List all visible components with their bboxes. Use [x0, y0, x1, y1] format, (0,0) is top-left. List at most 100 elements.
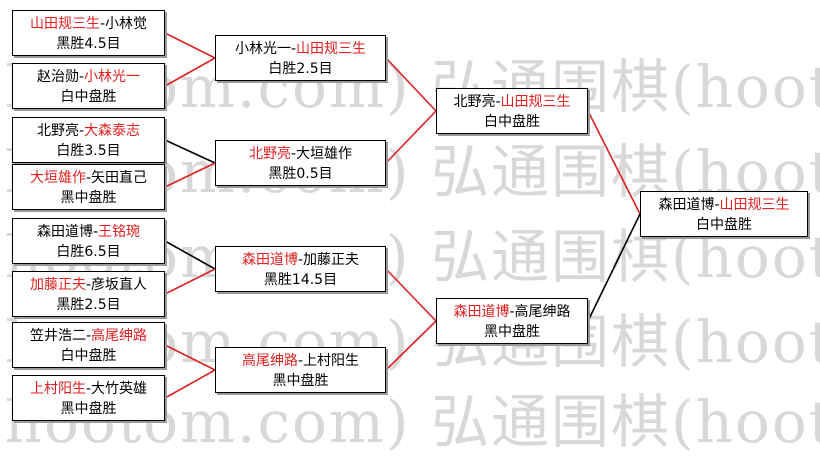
match-players: 笠井浩二-高尾绅路: [13, 323, 164, 346]
match-result: 黑胜4.5目: [56, 36, 121, 52]
match-r2-2: 北野亮-大垣雄作黑胜0.5目: [215, 140, 386, 186]
player-separator: -: [495, 94, 501, 110]
player-white: 彦坂直人: [91, 277, 148, 293]
player-black: 加藤正夫: [29, 277, 86, 293]
player-white: 加藤正夫: [303, 252, 360, 268]
player-separator: -: [297, 353, 304, 369]
match-r2-4: 高尾绅路-上村阳生黑中盘胜: [215, 347, 386, 393]
match-players: 上村阳生-大竹英雄: [13, 376, 164, 399]
connector-r3_2: [587, 213, 641, 322]
player-black: 小林光一: [234, 41, 291, 57]
player-white: 山田规三生: [500, 94, 571, 110]
connector-r2_2: [385, 110, 437, 164]
match-result: 白胜2.5目: [268, 61, 333, 77]
match-result: 白胜3.5目: [56, 143, 121, 159]
match-players: 小林光一-山田规三生: [216, 36, 385, 59]
match-r1-6: 加藤正夫-彦坂直人黑胜2.5目: [12, 271, 165, 317]
match-players: 森田道博-加藤正夫: [216, 247, 385, 270]
player-separator: -: [85, 277, 92, 293]
match-result: 白中盘胜: [484, 114, 540, 130]
match-result: 白中盘胜: [696, 217, 752, 233]
player-separator: -: [99, 16, 106, 32]
match-result: 黑中盘胜: [272, 373, 329, 389]
connector-r3_1: [587, 110, 641, 215]
match-r3-1: 北野亮-山田规三生白中盘胜: [436, 88, 588, 134]
connector-r1_3: [164, 139, 216, 164]
match-players: 赵治勋-小林光一: [13, 64, 164, 87]
player-white: 小林觉: [105, 16, 148, 32]
connector-r1_2: [164, 57, 216, 87]
player-separator: -: [290, 41, 297, 57]
match-players: 北野亮-大垣雄作: [216, 141, 385, 164]
match-result: 黑胜0.5目: [268, 166, 333, 182]
player-white: 矢田直己: [91, 170, 148, 186]
player-white: 上村阳生: [303, 353, 360, 369]
player-separator: -: [92, 224, 99, 240]
connector-r2_4: [385, 320, 437, 371]
connector-r1_4: [164, 162, 216, 188]
match-final: 森田道博-山田规三生白中盘胜: [640, 191, 808, 237]
player-black: 上村阳生: [29, 381, 86, 397]
match-r1-8: 上村阳生-大竹英雄黑中盘胜: [12, 375, 165, 421]
player-separator: -: [85, 170, 92, 186]
player-black: 北野亮: [248, 146, 291, 162]
match-r1-3: 北野亮-大森泰志白胜3.5目: [12, 117, 165, 163]
player-black: 赵治勋: [36, 69, 79, 85]
player-white: 大竹英雄: [91, 381, 148, 397]
player-separator: -: [714, 197, 720, 213]
player-black: 山田规三生: [29, 16, 100, 32]
player-white: 小林光一: [84, 69, 141, 85]
player-black: 森田道博: [453, 304, 510, 320]
player-separator: -: [297, 252, 304, 268]
player-black: 大垣雄作: [29, 170, 86, 186]
match-players: 山田规三生-小林觉: [13, 11, 164, 34]
match-players: 森田道博-王铭琬: [13, 219, 164, 242]
match-r1-1: 山田规三生-小林觉黑胜4.5目: [12, 10, 165, 56]
player-separator: -: [290, 146, 297, 162]
match-players: 加藤正夫-彦坂直人: [13, 272, 164, 295]
connector-r1_6: [164, 268, 216, 295]
player-black: 笠井浩二: [29, 328, 86, 344]
player-black: 北野亮: [36, 123, 79, 139]
player-white: 大垣雄作: [296, 146, 353, 162]
player-white: 山田规三生: [296, 41, 367, 57]
connector-r2_3: [385, 268, 437, 322]
match-players: 森田道博-山田规三生: [641, 192, 807, 215]
player-black: 高尾绅路: [241, 353, 298, 369]
connector-r1_1: [164, 32, 216, 59]
match-result: 黑中盘胜: [60, 190, 117, 206]
match-r3-2: 森田道博-高尾绅路黑中盘胜: [436, 298, 588, 344]
connector-r1_7: [164, 344, 216, 371]
player-white: 王铭琬: [98, 224, 141, 240]
player-white: 山田规三生: [719, 197, 790, 213]
match-result: 黑中盘胜: [484, 324, 540, 340]
match-result: 白中盘胜: [60, 348, 117, 364]
connector-r2_1: [385, 57, 437, 112]
match-players: 大垣雄作-矢田直己: [13, 165, 164, 188]
player-separator: -: [78, 123, 85, 139]
match-r1-5: 森田道博-王铭琬白胜6.5目: [12, 218, 165, 264]
match-result: 白胜6.5目: [56, 244, 121, 260]
match-r2-3: 森田道博-加藤正夫黑胜14.5目: [215, 246, 386, 292]
match-players: 高尾绅路-上村阳生: [216, 348, 385, 371]
player-black: 森田道博: [658, 197, 715, 213]
player-white: 高尾绅路: [514, 304, 571, 320]
player-separator: -: [509, 304, 515, 320]
player-white: 高尾绅路: [91, 328, 148, 344]
player-separator: -: [85, 328, 92, 344]
player-white: 大森泰志: [84, 123, 141, 139]
player-black: 森田道博: [36, 224, 93, 240]
connector-r1_8: [164, 369, 216, 399]
match-result: 黑胜2.5目: [56, 297, 121, 313]
match-r1-2: 赵治勋-小林光一白中盘胜: [12, 63, 165, 109]
match-r1-7: 笠井浩二-高尾绅路白中盘胜: [12, 322, 165, 368]
match-r1-4: 大垣雄作-矢田直己黑中盘胜: [12, 164, 165, 210]
player-black: 北野亮: [453, 94, 496, 110]
match-players: 北野亮-大森泰志: [13, 118, 164, 141]
player-black: 森田道博: [241, 252, 298, 268]
match-result: 黑胜14.5目: [263, 272, 338, 288]
connector-r1_5: [164, 240, 216, 270]
match-result: 黑中盘胜: [60, 401, 117, 417]
match-players: 北野亮-山田规三生: [437, 89, 587, 112]
match-r2-1: 小林光一-山田规三生白胜2.5目: [215, 35, 386, 81]
